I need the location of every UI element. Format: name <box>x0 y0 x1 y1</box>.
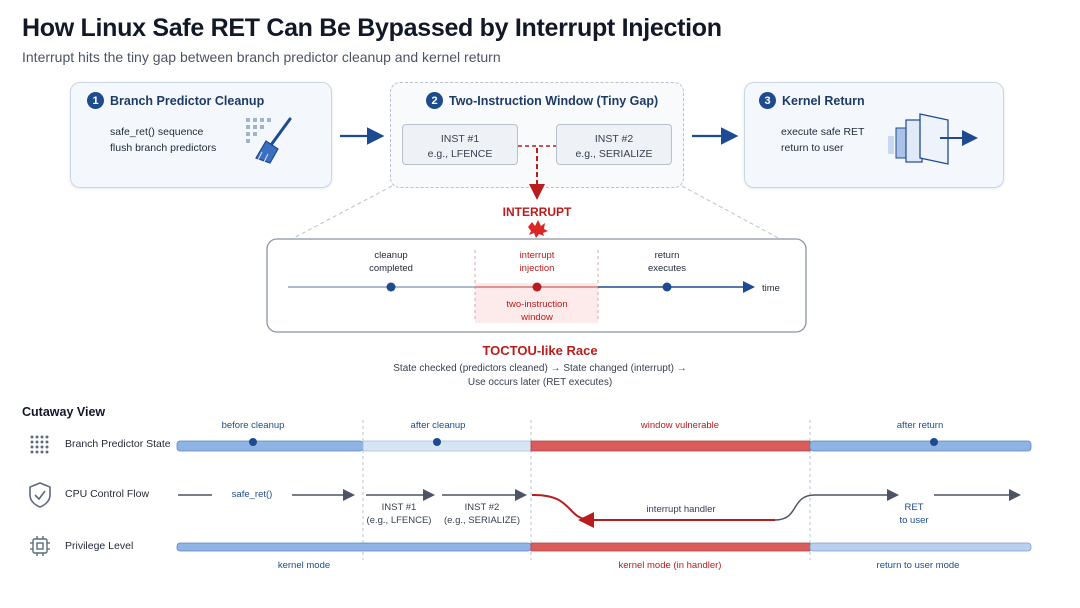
privilege-bar-user <box>809 542 1032 552</box>
step2-number-badge: 2 <box>426 92 443 109</box>
step1-heading: 1 Branch Predictor Cleanup <box>87 92 264 109</box>
zoom-line-right <box>681 185 783 241</box>
inst2-box: INST #2 e.g., SERIALIZE <box>556 124 672 165</box>
flow-inst2-label: INST #2(e.g., SERIALIZE) <box>443 502 521 526</box>
privilege-kernel-label: kernel mode <box>277 560 331 571</box>
phase-after-cleanup: after cleanup <box>410 420 466 431</box>
spark-icon <box>528 220 548 238</box>
inst2-example: e.g., SERIALIZE <box>575 148 653 161</box>
inst1-example: e.g., LFENCE <box>427 148 493 161</box>
row-label-control-flow: CPU Control Flow <box>65 488 150 500</box>
phase-after-return: after return <box>896 420 944 431</box>
privilege-handler-label: kernel mode (in handler) <box>618 560 722 571</box>
predictor-bar-after <box>362 440 532 452</box>
race-line2: Use occurs later (RET executes) <box>467 377 613 388</box>
injection-point <box>532 282 542 292</box>
privilege-user-label: return to user mode <box>876 560 960 571</box>
row-label-predictor: Branch Predictor State <box>65 438 171 450</box>
step1-number-badge: 1 <box>87 92 104 109</box>
zoom-line-left <box>289 185 393 241</box>
inst1-name: INST #1 <box>440 133 480 145</box>
step1-box <box>70 82 332 188</box>
time-label: time <box>762 283 780 294</box>
inst2-name: INST #2 <box>594 133 634 145</box>
race-title: TOCTOU-like Race <box>482 343 598 358</box>
step3-heading: 3 Kernel Return <box>759 92 865 109</box>
flow-handler-label: interrupt handler <box>646 504 716 515</box>
dot-grid-icon <box>30 435 49 454</box>
step3-heading-text: Kernel Return <box>782 93 865 108</box>
predictor-marker-before <box>249 438 257 446</box>
shield-check-icon <box>29 482 51 508</box>
predictor-marker-return <box>930 438 938 446</box>
race-line1: State checked (predictors cleaned) → Sta… <box>393 363 687 374</box>
interrupt-label: INTERRUPT <box>502 205 572 219</box>
step3-number-badge: 3 <box>759 92 776 109</box>
predictor-bar-return <box>809 440 1032 452</box>
privilege-bar-kernel <box>176 542 532 552</box>
return-point <box>662 282 672 292</box>
predictor-bar-before <box>176 440 364 452</box>
flow-return-curve <box>774 494 816 521</box>
predictor-marker-after <box>433 438 441 446</box>
step2-heading: 2 Two-Instruction Window (Tiny Gap) <box>426 92 658 109</box>
return-icon <box>888 113 978 165</box>
page-title: How Linux Safe RET Can Be Bypassed by In… <box>22 14 722 42</box>
cleanup-point <box>386 282 396 292</box>
step1-line2: flush branch predictors <box>110 142 217 154</box>
step3-line1: execute safe RET <box>781 126 865 138</box>
inst1-box: INST #1 e.g., LFENCE <box>402 124 518 165</box>
step3-box <box>744 82 1004 188</box>
privilege-bar-handler <box>530 542 811 552</box>
chip-icon <box>30 536 50 556</box>
predictor-bar-window <box>530 440 811 452</box>
step1-heading-text: Branch Predictor Cleanup <box>110 93 265 108</box>
flow-safe-ret-label: safe_ret() <box>212 489 292 500</box>
cutaway-heading: Cutaway View <box>22 405 106 419</box>
phase-window-vulnerable: window vulnerable <box>640 420 720 431</box>
phase-before-cleanup: before cleanup <box>221 420 285 431</box>
row-label-privilege: Privilege Level <box>65 540 134 552</box>
step2-heading-text: Two-Instruction Window (Tiny Gap) <box>449 93 659 108</box>
step1-line1: safe_ret() sequence <box>110 126 204 138</box>
page-subtitle: Interrupt hits the tiny gap between bran… <box>22 49 501 65</box>
step3-line2: return to user <box>781 142 844 154</box>
flow-inst1-label: INST #1(e.g., LFENCE) <box>366 502 432 526</box>
broom-icon <box>246 117 292 164</box>
